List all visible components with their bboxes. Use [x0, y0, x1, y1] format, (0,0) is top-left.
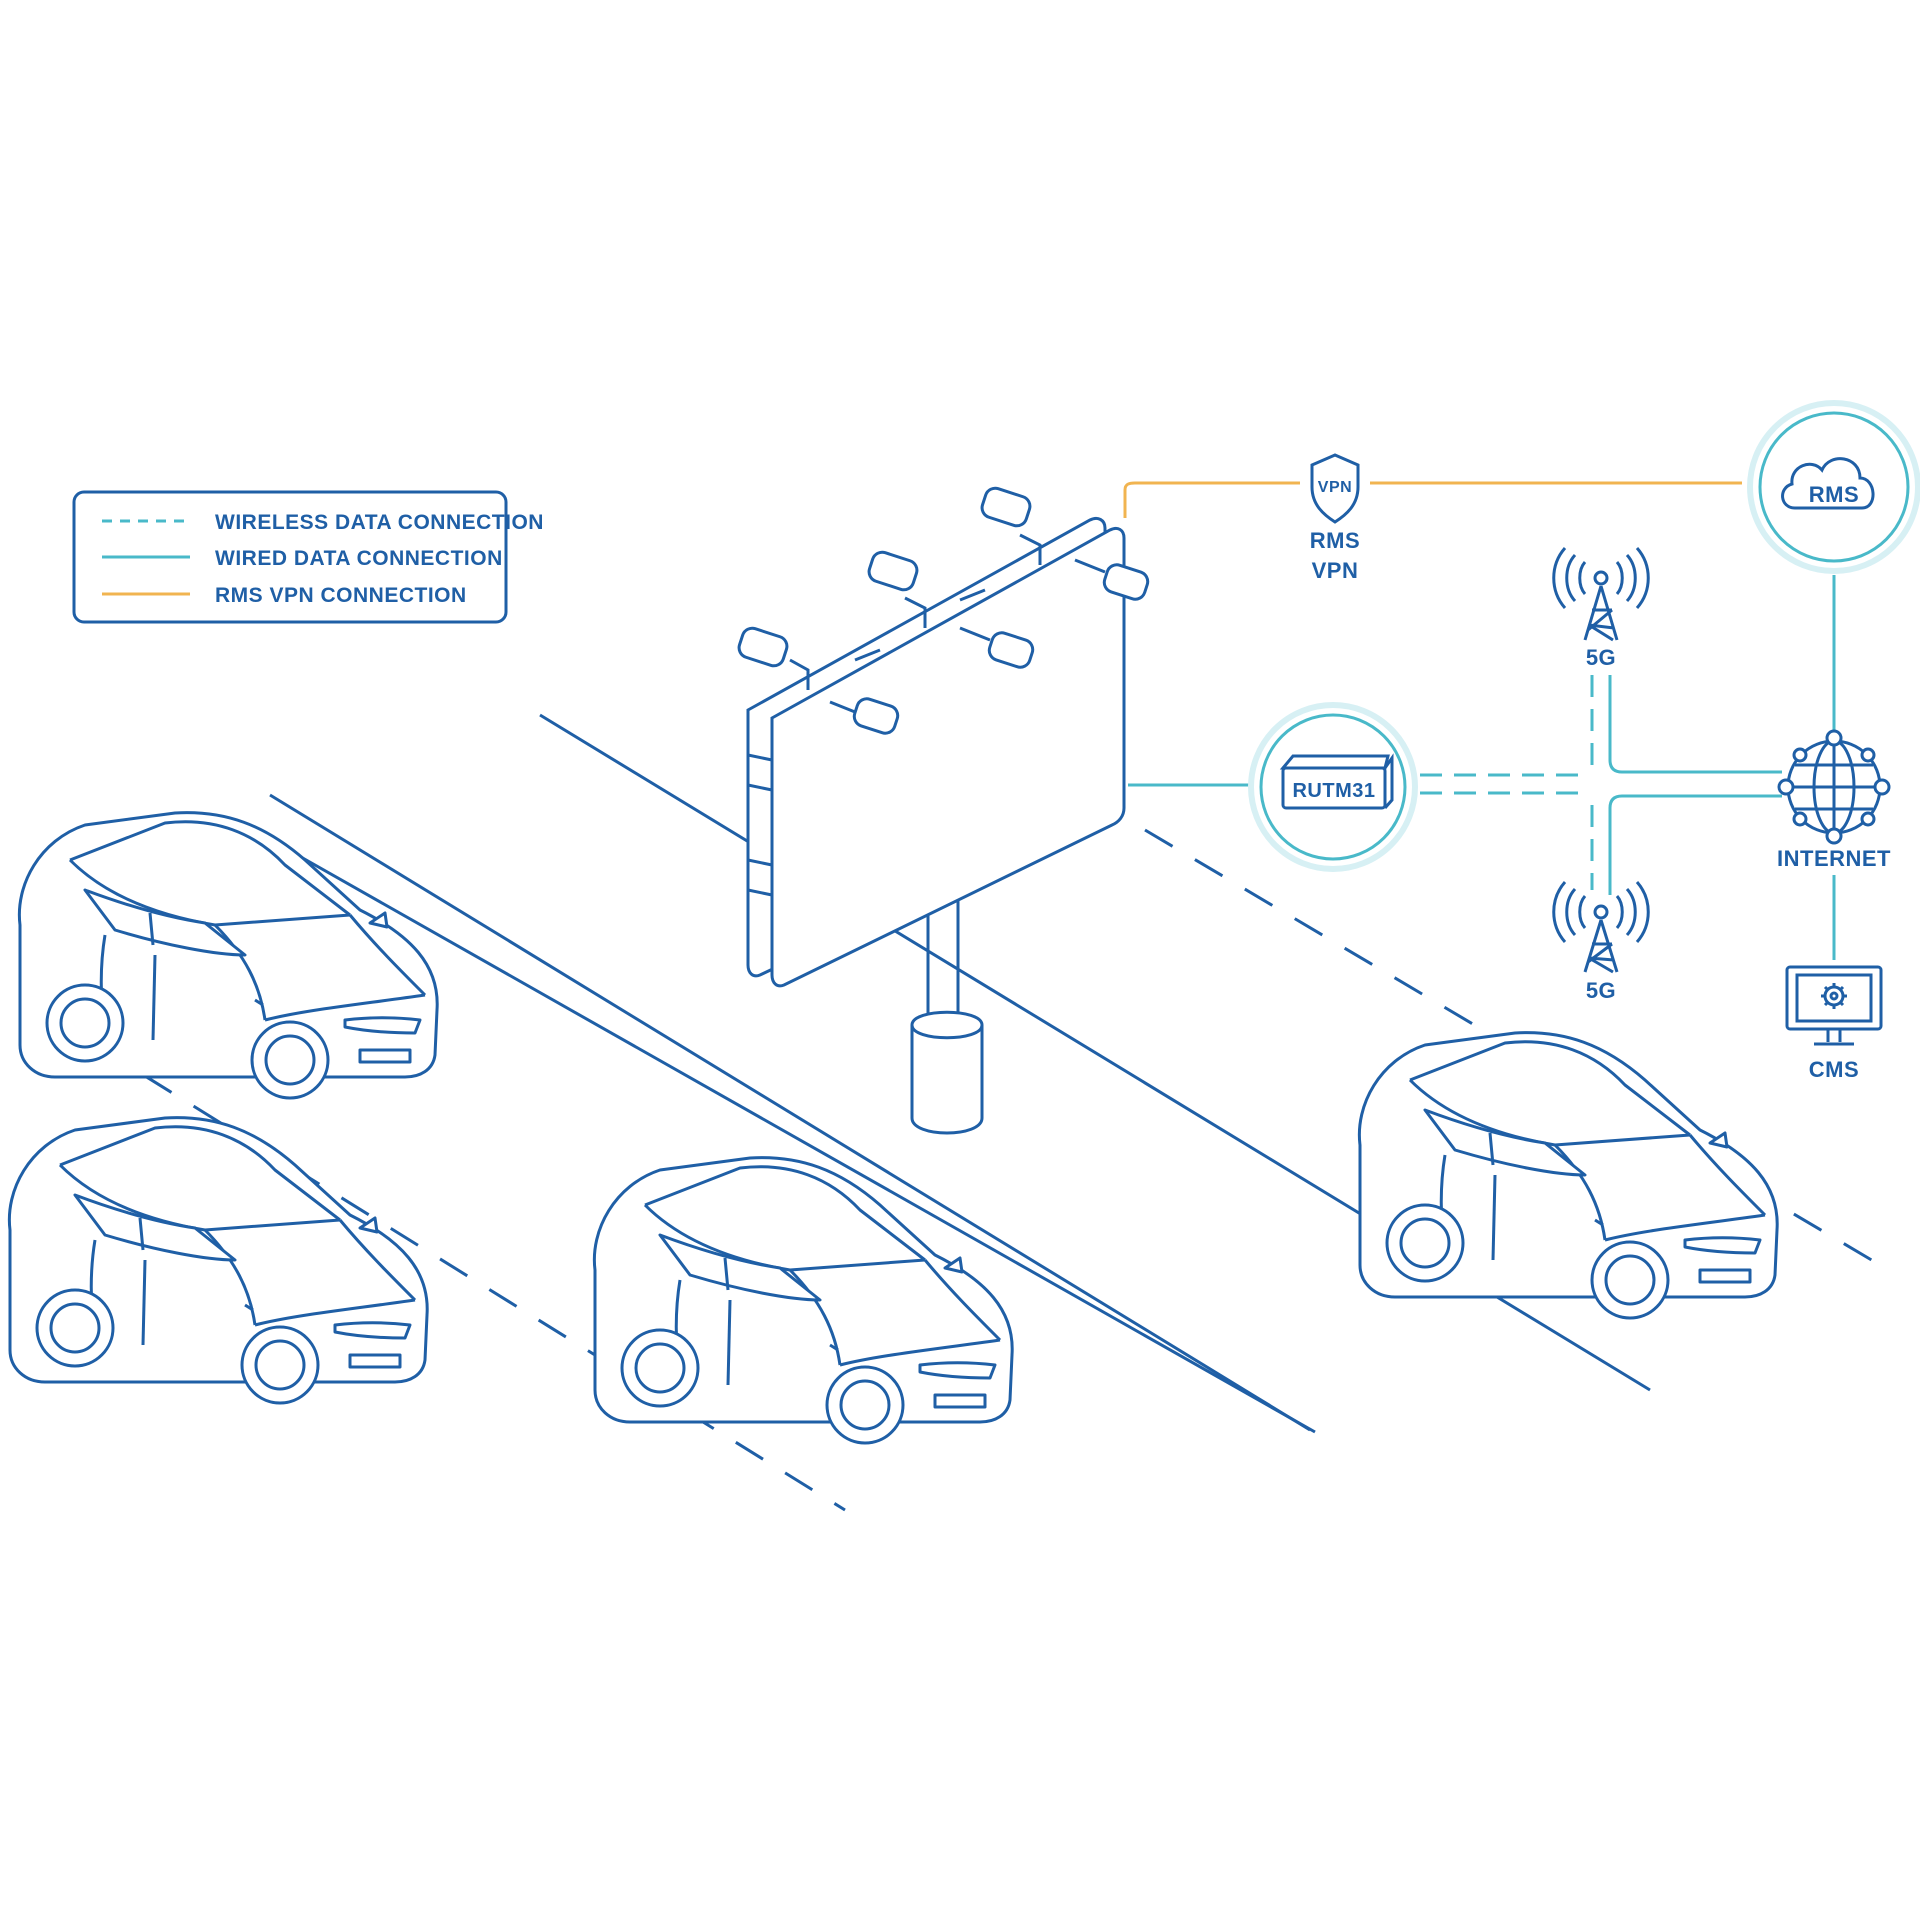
rms-vpn-label-line1: RMS [1310, 528, 1360, 553]
legend: WIRELESS DATA CONNECTION WIRED DATA CONN… [72, 490, 544, 624]
router-node: RUTM31 [1248, 702, 1418, 872]
cell-tower-icon [1552, 547, 1650, 642]
legend-wired-label: WIRED DATA CONNECTION [215, 547, 503, 570]
billboard-lamps [737, 486, 1150, 735]
tower-bottom-label: 5G [1586, 978, 1616, 1003]
road-divider [284, 846, 1316, 1434]
car-icon [592, 1156, 1014, 1445]
road-edge [269, 793, 1311, 1432]
car-icon [7, 1116, 429, 1405]
wired-connection-line [1608, 675, 1782, 774]
cloud-icon [1781, 457, 1875, 510]
rms-label: RMS [1809, 482, 1859, 507]
shield-icon: VPN [1310, 453, 1360, 524]
billboard-icon [737, 486, 1150, 1135]
billboard-panel-front [770, 526, 1126, 988]
vpn-badge-label: VPN [1318, 479, 1352, 496]
billboard-base [910, 1010, 984, 1135]
car-icon [1357, 1031, 1779, 1320]
tower-top-label: 5G [1586, 645, 1616, 670]
rms-vpn-label-line2: VPN [1312, 558, 1359, 583]
legend-vpn-label: RMS VPN CONNECTION [215, 584, 467, 607]
internet-label: INTERNET [1777, 846, 1891, 871]
monitor-gear-icon [1785, 965, 1883, 1046]
legend-wireless-label: WIRELESS DATA CONNECTION [215, 511, 544, 534]
rms-node: RMS [1747, 400, 1920, 574]
globe-icon [1777, 729, 1891, 845]
router-icon [1279, 753, 1394, 810]
router-label: RUTM31 [1292, 780, 1375, 802]
wired-connection-line [1608, 794, 1782, 895]
cell-tower-icon [1552, 881, 1650, 974]
cms-label: CMS [1809, 1057, 1859, 1082]
car-icon [17, 811, 439, 1100]
vpn-connection-line [1123, 481, 1300, 518]
